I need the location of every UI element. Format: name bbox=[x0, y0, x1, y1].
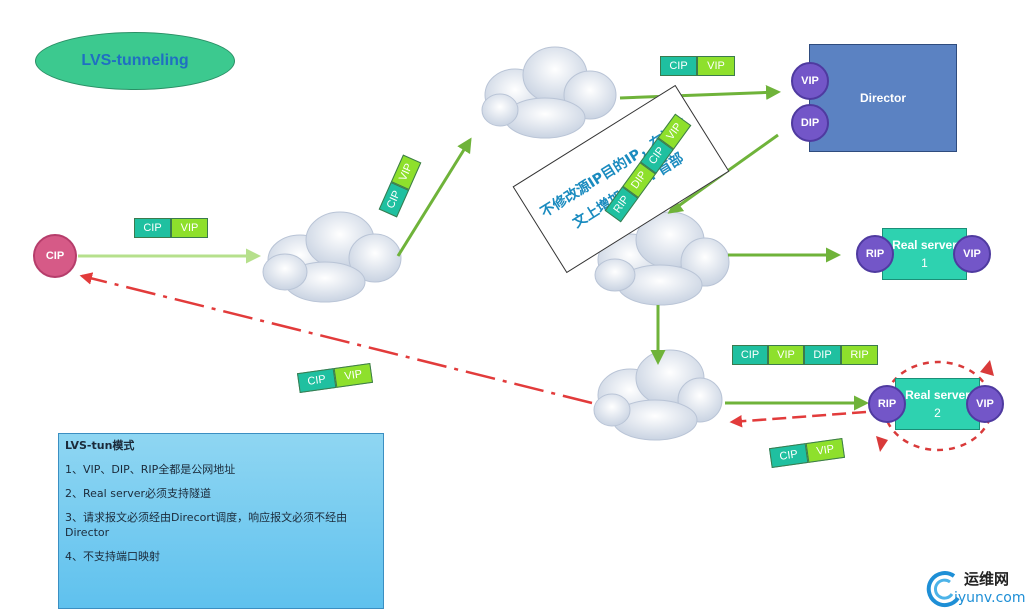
packet-cip: CIP bbox=[134, 218, 171, 238]
title-ellipse: LVS-tunneling bbox=[35, 32, 235, 90]
rs2-vip: VIP bbox=[966, 385, 1004, 423]
rs1-vip: VIP bbox=[953, 235, 991, 273]
director-vip: VIP bbox=[791, 62, 829, 100]
packet-vip: VIP bbox=[768, 345, 804, 365]
arrow-rs2-to-cloud4 bbox=[729, 410, 867, 428]
packet-client-to-cloud1: CIP VIP bbox=[134, 218, 208, 238]
info-item-2: 2、Real server必须支持隧道 bbox=[65, 487, 212, 500]
packet-cip: CIP bbox=[660, 56, 697, 76]
packet-vip: VIP bbox=[171, 218, 208, 238]
rs1-vip-label: VIP bbox=[963, 248, 981, 260]
packet-rip: RIP bbox=[841, 345, 878, 365]
watermark-logo-icon bbox=[926, 571, 960, 608]
packet-cip: CIP bbox=[732, 345, 768, 365]
rs2-rip-label: RIP bbox=[877, 398, 897, 410]
rs2-loop-arrow bbox=[980, 360, 994, 376]
director-vip-label: VIP bbox=[801, 75, 819, 87]
cloud-4 bbox=[593, 349, 723, 441]
arrow-cloud4-to-client bbox=[79, 272, 593, 405]
packet-cloud2-to-director: CIP VIP bbox=[660, 56, 735, 76]
director-dip: DIP bbox=[791, 104, 829, 142]
real-server-1: Real server 1 bbox=[882, 228, 967, 280]
diagram-title: LVS-tunneling bbox=[81, 52, 189, 69]
info-box: LVS-tun模式 1、VIP、DIP、RIP全都是公网地址 2、Real se… bbox=[58, 433, 384, 609]
arrow-cloud1-to-cloud2 bbox=[396, 137, 472, 257]
rs2-name: Real server bbox=[905, 388, 970, 402]
watermark: 运维网 iyunv.com bbox=[924, 566, 1026, 612]
cloud-3 bbox=[594, 211, 730, 306]
rs2-rip: RIP bbox=[868, 385, 906, 423]
rs2-number: 2 bbox=[934, 406, 941, 420]
director-dip-label: DIP bbox=[800, 117, 820, 129]
packet-cloud4-to-rs2: CIP VIP DIP RIP bbox=[732, 345, 878, 365]
rs1-name: Real server bbox=[892, 238, 957, 252]
rs1-rip: RIP bbox=[856, 235, 894, 273]
watermark-text-2: iyunv.com bbox=[954, 590, 1026, 606]
rs2-loop-arrow-2 bbox=[876, 436, 888, 452]
cloud-2 bbox=[481, 46, 617, 139]
client-node: CIP bbox=[33, 234, 77, 278]
packet-vip: VIP bbox=[697, 56, 735, 76]
client-label: CIP bbox=[45, 250, 65, 262]
rs2-vip-label: VIP bbox=[976, 398, 994, 410]
director-label: Director bbox=[859, 91, 906, 105]
rs1-rip-label: RIP bbox=[865, 248, 885, 260]
info-item-3: 3、请求报文必须经由Direcort调度，响应报文必须不经由Director bbox=[65, 511, 348, 539]
info-item-1: 1、VIP、DIP、RIP全都是公网地址 bbox=[65, 463, 236, 476]
rs1-number: 1 bbox=[921, 256, 928, 270]
info-heading: LVS-tun模式 bbox=[65, 439, 135, 452]
director-box: Director bbox=[809, 44, 957, 152]
packet-dip: DIP bbox=[804, 345, 841, 365]
arrow-cloud2-to-director bbox=[619, 84, 781, 100]
cloud-1 bbox=[262, 211, 402, 303]
watermark-text-1: 运维网 bbox=[964, 570, 1010, 588]
real-server-2: Real server 2 bbox=[895, 378, 980, 430]
info-item-4: 4、不支持端口映射 bbox=[65, 550, 160, 563]
